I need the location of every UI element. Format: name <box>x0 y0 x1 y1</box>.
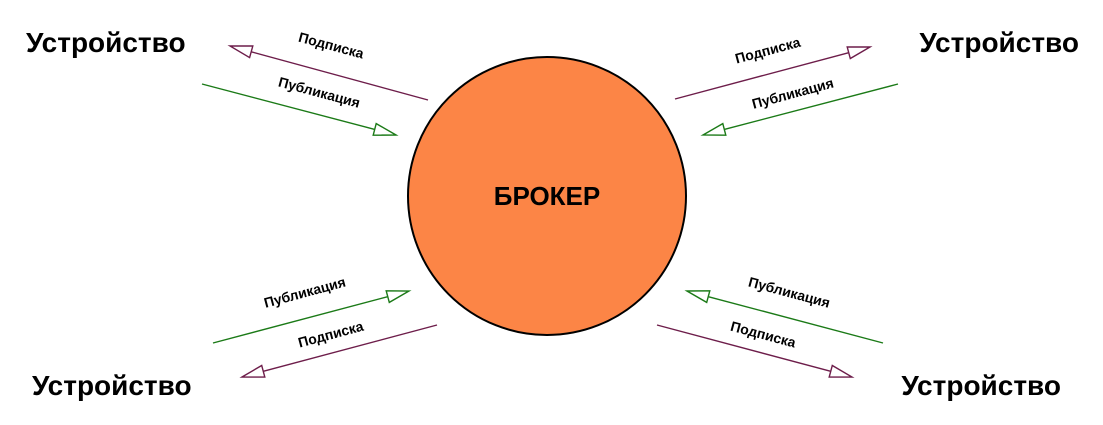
arrow-label-publish-bottom-left: Публикация <box>262 274 347 311</box>
arrow-shaft <box>263 324 438 373</box>
arrow-head <box>846 46 873 60</box>
arrow-publish-top-right <box>700 83 899 136</box>
arrow-shaft <box>212 295 388 344</box>
device-label-top-left: Устройство <box>26 27 186 58</box>
arrow-head <box>700 122 727 136</box>
arrow-label-subscribe-top-left: Подписка <box>297 29 366 62</box>
device-label-top-right: Устройство <box>919 27 1079 58</box>
arrow-head <box>372 122 399 136</box>
arrow-shaft <box>251 51 429 101</box>
arrow-label-subscribe-bottom-right: Подписка <box>729 318 798 351</box>
broker-circle <box>407 56 687 336</box>
arrow-label-subscribe-top-right: Подписка <box>733 34 802 67</box>
arrow-shaft <box>724 83 899 131</box>
arrow-head <box>828 364 855 378</box>
arrow-subscribe-bottom-left <box>239 324 438 378</box>
arrow-shaft <box>201 83 375 131</box>
arrow-publish-top-left <box>201 83 399 136</box>
arrow-shaft <box>656 324 831 373</box>
arrow-label-publish-top-right: Публикация <box>750 75 835 112</box>
device-label-bottom-right: Устройство <box>901 370 1061 401</box>
arrow-shaft <box>674 51 849 100</box>
arrow-publish-bottom-right <box>684 290 884 344</box>
arrow-label-publish-bottom-right: Публикация <box>747 274 832 311</box>
arrow-subscribe-bottom-right <box>656 324 855 378</box>
arrow-head <box>684 290 711 304</box>
arrow-label-subscribe-bottom-left: Подписка <box>296 318 365 351</box>
arrow-head <box>227 45 254 59</box>
arrow-publish-bottom-left <box>212 290 412 344</box>
arrow-head <box>239 364 266 378</box>
broker-label: БРОКЕР <box>494 181 600 211</box>
arrow-subscribe-top-left <box>227 45 429 101</box>
device-label-bottom-left: Устройство <box>32 370 192 401</box>
arrow-head <box>385 290 412 304</box>
arrow-subscribe-top-right <box>674 46 873 100</box>
arrow-shaft <box>708 295 884 344</box>
